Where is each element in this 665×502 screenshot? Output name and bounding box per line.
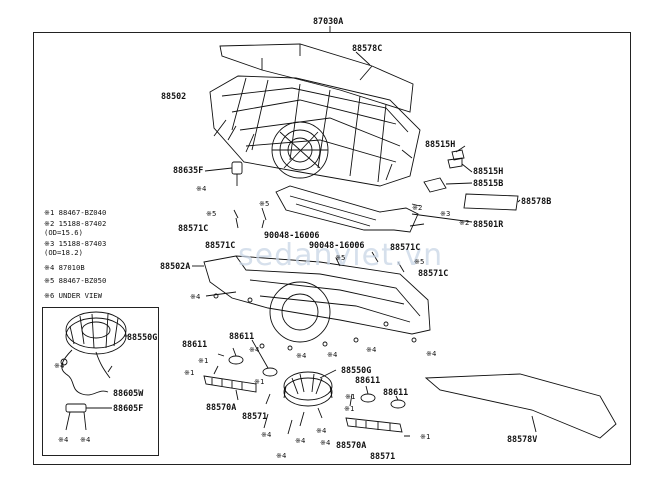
fan-88550g xyxy=(283,377,333,407)
filter-88570a-left xyxy=(203,375,257,393)
mark-2-a: ※2 xyxy=(412,203,423,212)
label-88578v: 88578V xyxy=(507,434,538,444)
pad-88611-d xyxy=(390,399,406,409)
label-90048-a: 90048-16006 xyxy=(264,230,320,240)
duct-88501r xyxy=(275,185,419,233)
panel-88578c xyxy=(219,43,414,113)
label-88550g-a: 88550G xyxy=(127,332,158,342)
label-88501r: 88501R xyxy=(473,219,504,229)
label-88611-a: 88611 xyxy=(182,339,208,349)
duct-88502 xyxy=(209,75,421,187)
mark-4-h: ※4 xyxy=(54,361,65,370)
label-88605f: 88605F xyxy=(113,403,144,413)
legend-line: (OD=15.6) xyxy=(44,228,83,237)
label-88571c-c: 88571C xyxy=(390,242,421,252)
label-88578b: 88578B xyxy=(521,196,552,206)
strip-88578v xyxy=(424,373,617,439)
label-88570a-a: 88570A xyxy=(206,402,237,412)
mark-4-l: ※4 xyxy=(276,451,287,460)
mark-5-d: ※5 xyxy=(414,257,425,266)
label-88571-a: 88571 xyxy=(242,411,268,421)
under-view-frame xyxy=(42,307,159,456)
mark-4-j: ※4 xyxy=(80,435,91,444)
mark-4-d: ※4 xyxy=(296,351,307,360)
pad-88611-b xyxy=(262,367,278,377)
legend-line: (OD=18.2) xyxy=(44,248,83,257)
duct-88502a xyxy=(203,255,431,335)
label-87030a: 87030A xyxy=(313,16,344,26)
legend-line: ※6 UNDER VIEW xyxy=(44,291,102,300)
mark-4-o: ※4 xyxy=(320,438,331,447)
mark-4-g: ※4 xyxy=(426,349,437,358)
mark-5-a: ※5 xyxy=(206,209,217,218)
mark-1-b: ※1 xyxy=(184,368,195,377)
label-88635f: 88635F xyxy=(173,165,204,175)
mark-1-d: ※1 xyxy=(345,392,356,401)
watermark: sedanviet.vn xyxy=(238,238,444,273)
mark-4-e: ※4 xyxy=(327,350,338,359)
filter-88570a-right xyxy=(345,417,403,433)
label-88605w: 88605W xyxy=(113,388,144,398)
mark-2-b: ※2 xyxy=(459,218,470,227)
tape-88578b xyxy=(463,193,519,211)
label-88502: 88502 xyxy=(161,91,187,101)
mark-1-f: ※1 xyxy=(420,432,431,441)
label-88515h-b: 88515H xyxy=(473,166,504,176)
mark-5-c: ※5 xyxy=(335,253,346,262)
mark-1-e: ※1 xyxy=(344,404,355,413)
label-88611-d: 88611 xyxy=(383,387,409,397)
clip-88515b xyxy=(423,177,447,193)
mark-4-k: ※4 xyxy=(261,430,272,439)
mark-4-b: ※4 xyxy=(190,292,201,301)
label-88571-b: 88571 xyxy=(370,451,396,461)
label-88578c: 88578C xyxy=(352,43,383,53)
mark-4-f: ※4 xyxy=(366,345,377,354)
legend-line: ※3 15188-87403 xyxy=(44,239,107,248)
fan-housing xyxy=(269,281,331,343)
mark-4-i: ※4 xyxy=(58,435,69,444)
harness-88605w xyxy=(61,349,111,396)
label-88571c-b: 88571C xyxy=(205,240,236,250)
pad-88611-a xyxy=(228,355,244,365)
diagram-frame xyxy=(33,32,631,465)
legend-line: ※4 87010B xyxy=(44,263,85,272)
label-88611-b: 88611 xyxy=(229,331,255,341)
label-88611-c: 88611 xyxy=(355,375,381,385)
mark-4-n: ※4 xyxy=(316,426,327,435)
legend-line: ※2 15188-87402 xyxy=(44,219,107,228)
label-88515h-a: 88515H xyxy=(425,139,456,149)
clip-88635f xyxy=(231,161,243,175)
label-88570a-b: 88570A xyxy=(336,440,367,450)
label-88515b: 88515B xyxy=(473,178,504,188)
legend-line: ※5 88467-BZ050 xyxy=(44,276,107,285)
mark-4-a: ※4 xyxy=(196,184,207,193)
label-88571c-d: 88571C xyxy=(418,268,449,278)
legend-line: ※1 88467-BZ040 xyxy=(44,208,107,217)
mark-5-b: ※5 xyxy=(259,199,270,208)
mark-1-c: ※1 xyxy=(254,377,265,386)
mark-4-m: ※4 xyxy=(295,436,306,445)
mark-1-a: ※1 xyxy=(198,356,209,365)
label-88550g-b: 88550G xyxy=(341,365,372,375)
clamp-88605f xyxy=(65,403,87,413)
label-88502a: 88502A xyxy=(160,261,191,271)
label-90048-b: 90048-16006 xyxy=(309,240,365,250)
mark-3-a: ※3 xyxy=(440,209,451,218)
clip-88515h xyxy=(447,149,465,169)
pad-88611-c xyxy=(360,393,376,403)
mark-4-c: ※4 xyxy=(249,345,260,354)
label-88571c-a: 88571C xyxy=(178,223,209,233)
